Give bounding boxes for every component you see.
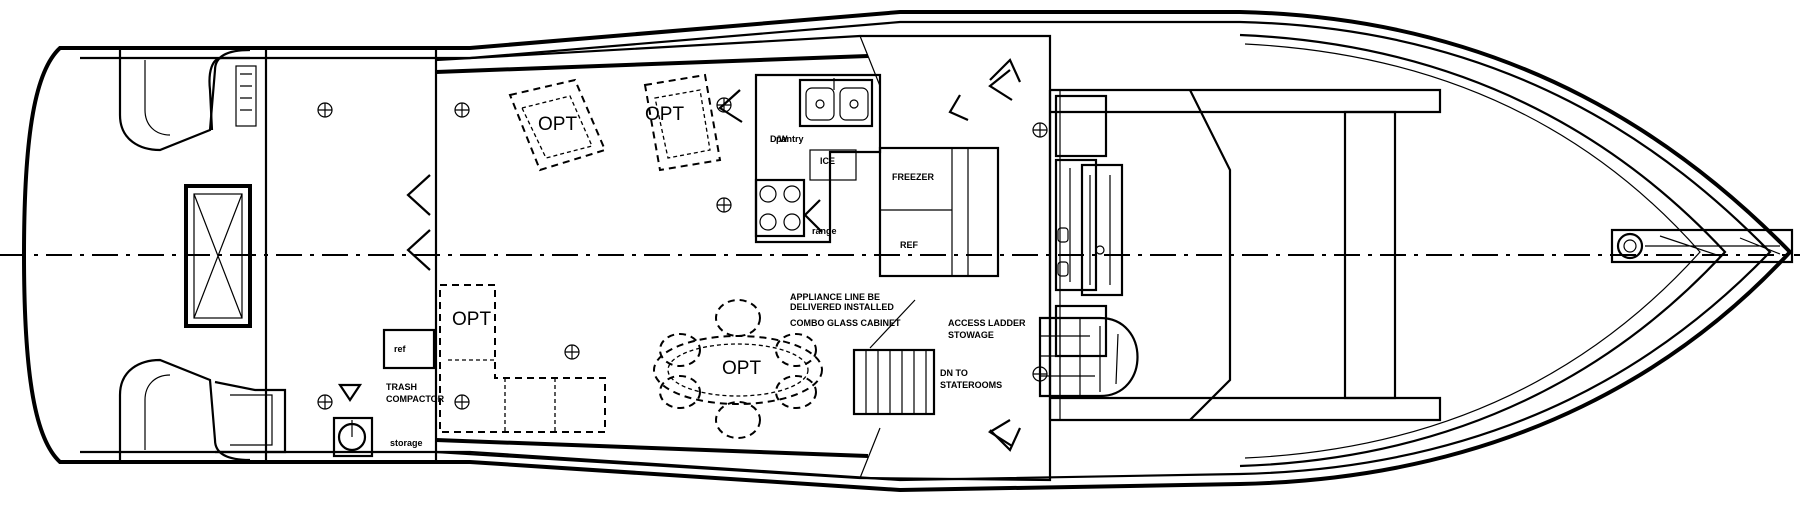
aft-deck-equipment: ref TRASH COMPACTOR storage pantry	[332, 134, 804, 458]
access-ladder-note-2: STOWAGE	[948, 330, 994, 340]
cabinet-note: COMBO GLASS CABINET	[790, 318, 901, 328]
drawing-notes: APPLIANCE LINE BE DELIVERED INSTALLED CO…	[790, 292, 1026, 390]
appliance-note-line2: DELIVERED INSTALLED	[790, 302, 894, 312]
compactor-label: COMPACTOR	[386, 394, 445, 404]
helm-station	[1054, 94, 1124, 358]
freezer-label: FREEZER	[892, 172, 935, 182]
trash-label: TRASH	[386, 382, 417, 392]
dw-label: D/W	[770, 134, 788, 144]
staterooms-note: STATEROOMS	[940, 380, 1002, 390]
ref-small-label: ref	[394, 344, 407, 354]
galley: ICE D/W range FREEZER REF	[754, 73, 1000, 278]
salon-furniture: OPT OPT OPT OPT	[439, 73, 823, 439]
ice-label: ICE	[820, 156, 835, 166]
fitting-symbols	[317, 97, 1048, 410]
hull-outline	[21, 10, 1793, 493]
opt-label-settee: OPT	[452, 309, 491, 330]
storage-label: storage	[390, 438, 423, 448]
appliance-note-line1: APPLIANCE LINE BE	[790, 292, 880, 302]
access-ladder-note: ACCESS LADDER	[948, 318, 1026, 328]
opt-label-chair-1: OPT	[538, 114, 577, 135]
anchor-windlass	[1610, 228, 1794, 264]
range-label: range	[812, 226, 837, 236]
opt-label-dining: OPT	[722, 358, 761, 379]
stairs	[852, 299, 1139, 416]
opt-label-chair-2: OPT	[645, 104, 684, 125]
down-to-note: DN TO	[940, 368, 968, 378]
ref-label: REF	[900, 240, 919, 250]
pantry-label: pantry	[776, 134, 804, 144]
